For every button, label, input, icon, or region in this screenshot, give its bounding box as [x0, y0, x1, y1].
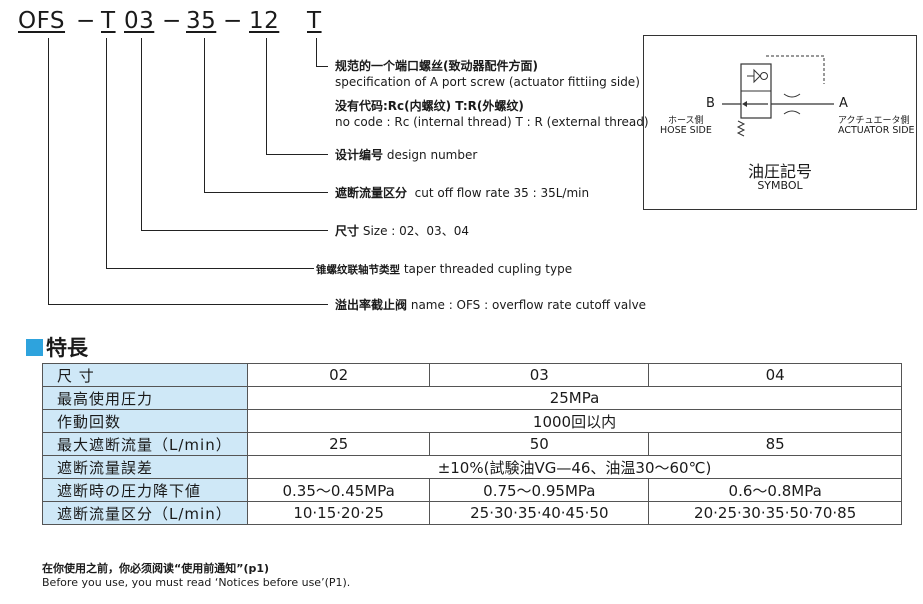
- callout-nocode: 没有代码:Rc(内螺纹) T:R(外螺纹) no code : Rc (inte…: [335, 98, 649, 130]
- model-dash-3: −: [223, 8, 243, 34]
- row-label: 最大遮断流量（L/min）: [42, 432, 248, 456]
- heading-square-icon: [26, 338, 43, 356]
- callout-nocode-en: no code : Rc (internal thread) T : R (ex…: [335, 115, 649, 129]
- table-cell-merged: 1000回以内: [247, 409, 902, 433]
- section-heading: 特長: [26, 332, 88, 362]
- symbol-a-label: A: [839, 96, 848, 111]
- table-cell: 0.75～0.95MPa: [429, 478, 650, 502]
- hydraulic-symbol-box: B ホース側 HOSE SIDE A アクチュエータ側 ACTUATOR SID…: [643, 35, 917, 210]
- callout-name-cn: 溢出率截止阀: [335, 298, 408, 312]
- row-label: 遮断時の圧力降下値: [42, 478, 248, 502]
- table-cell: 25·30·35·40·45·50: [429, 501, 650, 525]
- leader-name-h: [48, 304, 328, 305]
- callout-flow-cn: 遮断流量区分: [335, 186, 408, 200]
- table-cell: 03: [429, 363, 650, 387]
- callout-port-en: specification of A port screw (actuator …: [335, 75, 640, 89]
- row-label: 遮断流量誤差: [42, 455, 248, 479]
- row-label: 尺 寸: [42, 363, 248, 387]
- leader-taper-v: [106, 38, 107, 268]
- leader-design-v: [266, 38, 267, 154]
- row-label: 作動回数: [42, 409, 248, 433]
- table-row: 尺 寸 02 03 04: [42, 363, 902, 387]
- leader-flow-v: [204, 38, 205, 192]
- model-dash-1: −: [76, 8, 96, 34]
- row-label: 最高使用圧力: [42, 386, 248, 410]
- symbol-hose-jp: ホース側: [668, 116, 704, 126]
- table-row: 遮断時の圧力降下値 0.35～0.45MPa 0.75～0.95MPa 0.6～…: [42, 478, 902, 502]
- table-cell: 04: [648, 363, 902, 387]
- leader-taper-h: [106, 268, 314, 269]
- callout-size-cn: 尺寸: [335, 224, 360, 238]
- symbol-hose-en: HOSE SIDE: [660, 125, 712, 136]
- usage-note: 在你使用之前，你必须阅读“使用前通知”(p1) Before you use, …: [42, 562, 350, 590]
- table-row: 遮断流量誤差 ±10%(試験油VG—46、油温30～60℃): [42, 455, 902, 479]
- callout-flow: 遮断流量区分 cut off flow rate 35 : 35L/min: [335, 185, 589, 201]
- table-cell: 10·15·20·25: [246, 501, 431, 525]
- model-flow: 35: [186, 8, 217, 34]
- callout-flow-en: cut off flow rate 35 : 35L/min: [414, 186, 590, 200]
- callout-name: 溢出率截止阀 name : OFS : overflow rate cutoff…: [335, 297, 646, 313]
- leader-name-v: [48, 38, 49, 304]
- leader-size-v: [141, 38, 142, 230]
- leader-thread-h: [316, 66, 328, 67]
- model-thread: T: [307, 8, 322, 34]
- callout-taper-en: taper threaded cupling type: [403, 262, 573, 276]
- model-size: 03: [124, 8, 155, 34]
- callout-taper: 锥螺纹联轴节类型 taper threaded cupling type: [316, 261, 572, 278]
- usage-note-cn: 在你使用之前，你必须阅读“使用前通知”(p1): [42, 562, 270, 575]
- callout-port: 规范的一个端口螺丝(致动器配件方面) specification of A po…: [335, 58, 640, 90]
- spec-table: 尺 寸 02 03 04 最高使用圧力 25MPa 作動回数 1000回以内 最…: [42, 363, 902, 525]
- model-ofs: OFS: [18, 8, 66, 34]
- symbol-actuator-en: ACTUATOR SIDE: [838, 125, 915, 136]
- table-cell-merged: ±10%(試験油VG—46、油温30～60℃): [247, 455, 902, 479]
- symbol-actuator-jp: アクチュエータ側: [838, 116, 910, 126]
- table-cell: 20·25·30·35·50·70·85: [648, 501, 902, 525]
- table-row: 最高使用圧力 25MPa: [42, 386, 902, 410]
- callout-taper-cn: 锥螺纹联轴节类型: [316, 264, 400, 276]
- symbol-b-label: B: [706, 96, 715, 111]
- callout-design-en: design number: [386, 148, 478, 162]
- table-cell: 0.6～0.8MPa: [648, 478, 902, 502]
- row-label: 遮断流量区分（L/min）: [42, 501, 248, 525]
- model-t: T: [101, 8, 116, 34]
- callout-design-cn: 设计编号: [335, 148, 384, 162]
- callout-nocode-cn: 没有代码:Rc(内螺纹) T:R(外螺纹): [335, 99, 524, 113]
- callout-name-en: name : OFS : overflow rate cutoff valve: [410, 298, 647, 312]
- table-row: 最大遮断流量（L/min） 25 50 85: [42, 432, 902, 456]
- leader-flow-h: [204, 192, 328, 193]
- callout-port-cn: 规范的一个端口螺丝(致动器配件方面): [335, 59, 538, 73]
- callout-size-en: Size : 02、03、04: [362, 224, 469, 238]
- leader-size-h: [141, 230, 328, 231]
- table-row: 作動回数 1000回以内: [42, 409, 902, 433]
- callout-size: 尺寸 Size : 02、03、04: [335, 223, 469, 239]
- leader-design-h: [266, 154, 328, 155]
- usage-note-en: Before you use, you must read ‘Notices b…: [42, 576, 351, 589]
- model-design: 12: [249, 8, 280, 34]
- table-cell-merged: 25MPa: [247, 386, 902, 410]
- leader-thread-v: [316, 38, 317, 66]
- table-row: 遮断流量区分（L/min） 10·15·20·25 25·30·35·40·45…: [42, 501, 902, 525]
- hydraulic-symbol-diagram: [722, 55, 834, 137]
- table-cell: 25: [246, 432, 431, 456]
- table-cell: 02: [246, 363, 431, 387]
- table-cell: 50: [429, 432, 650, 456]
- symbol-title-en: SYMBOL: [757, 179, 803, 192]
- symbol-title-jp: 油圧記号: [747, 162, 812, 181]
- model-dash-2: −: [162, 8, 182, 34]
- callout-design: 设计编号 design number: [335, 147, 477, 163]
- table-cell: 85: [648, 432, 902, 456]
- heading-text: 特長: [46, 336, 88, 360]
- table-cell: 0.35～0.45MPa: [246, 478, 431, 502]
